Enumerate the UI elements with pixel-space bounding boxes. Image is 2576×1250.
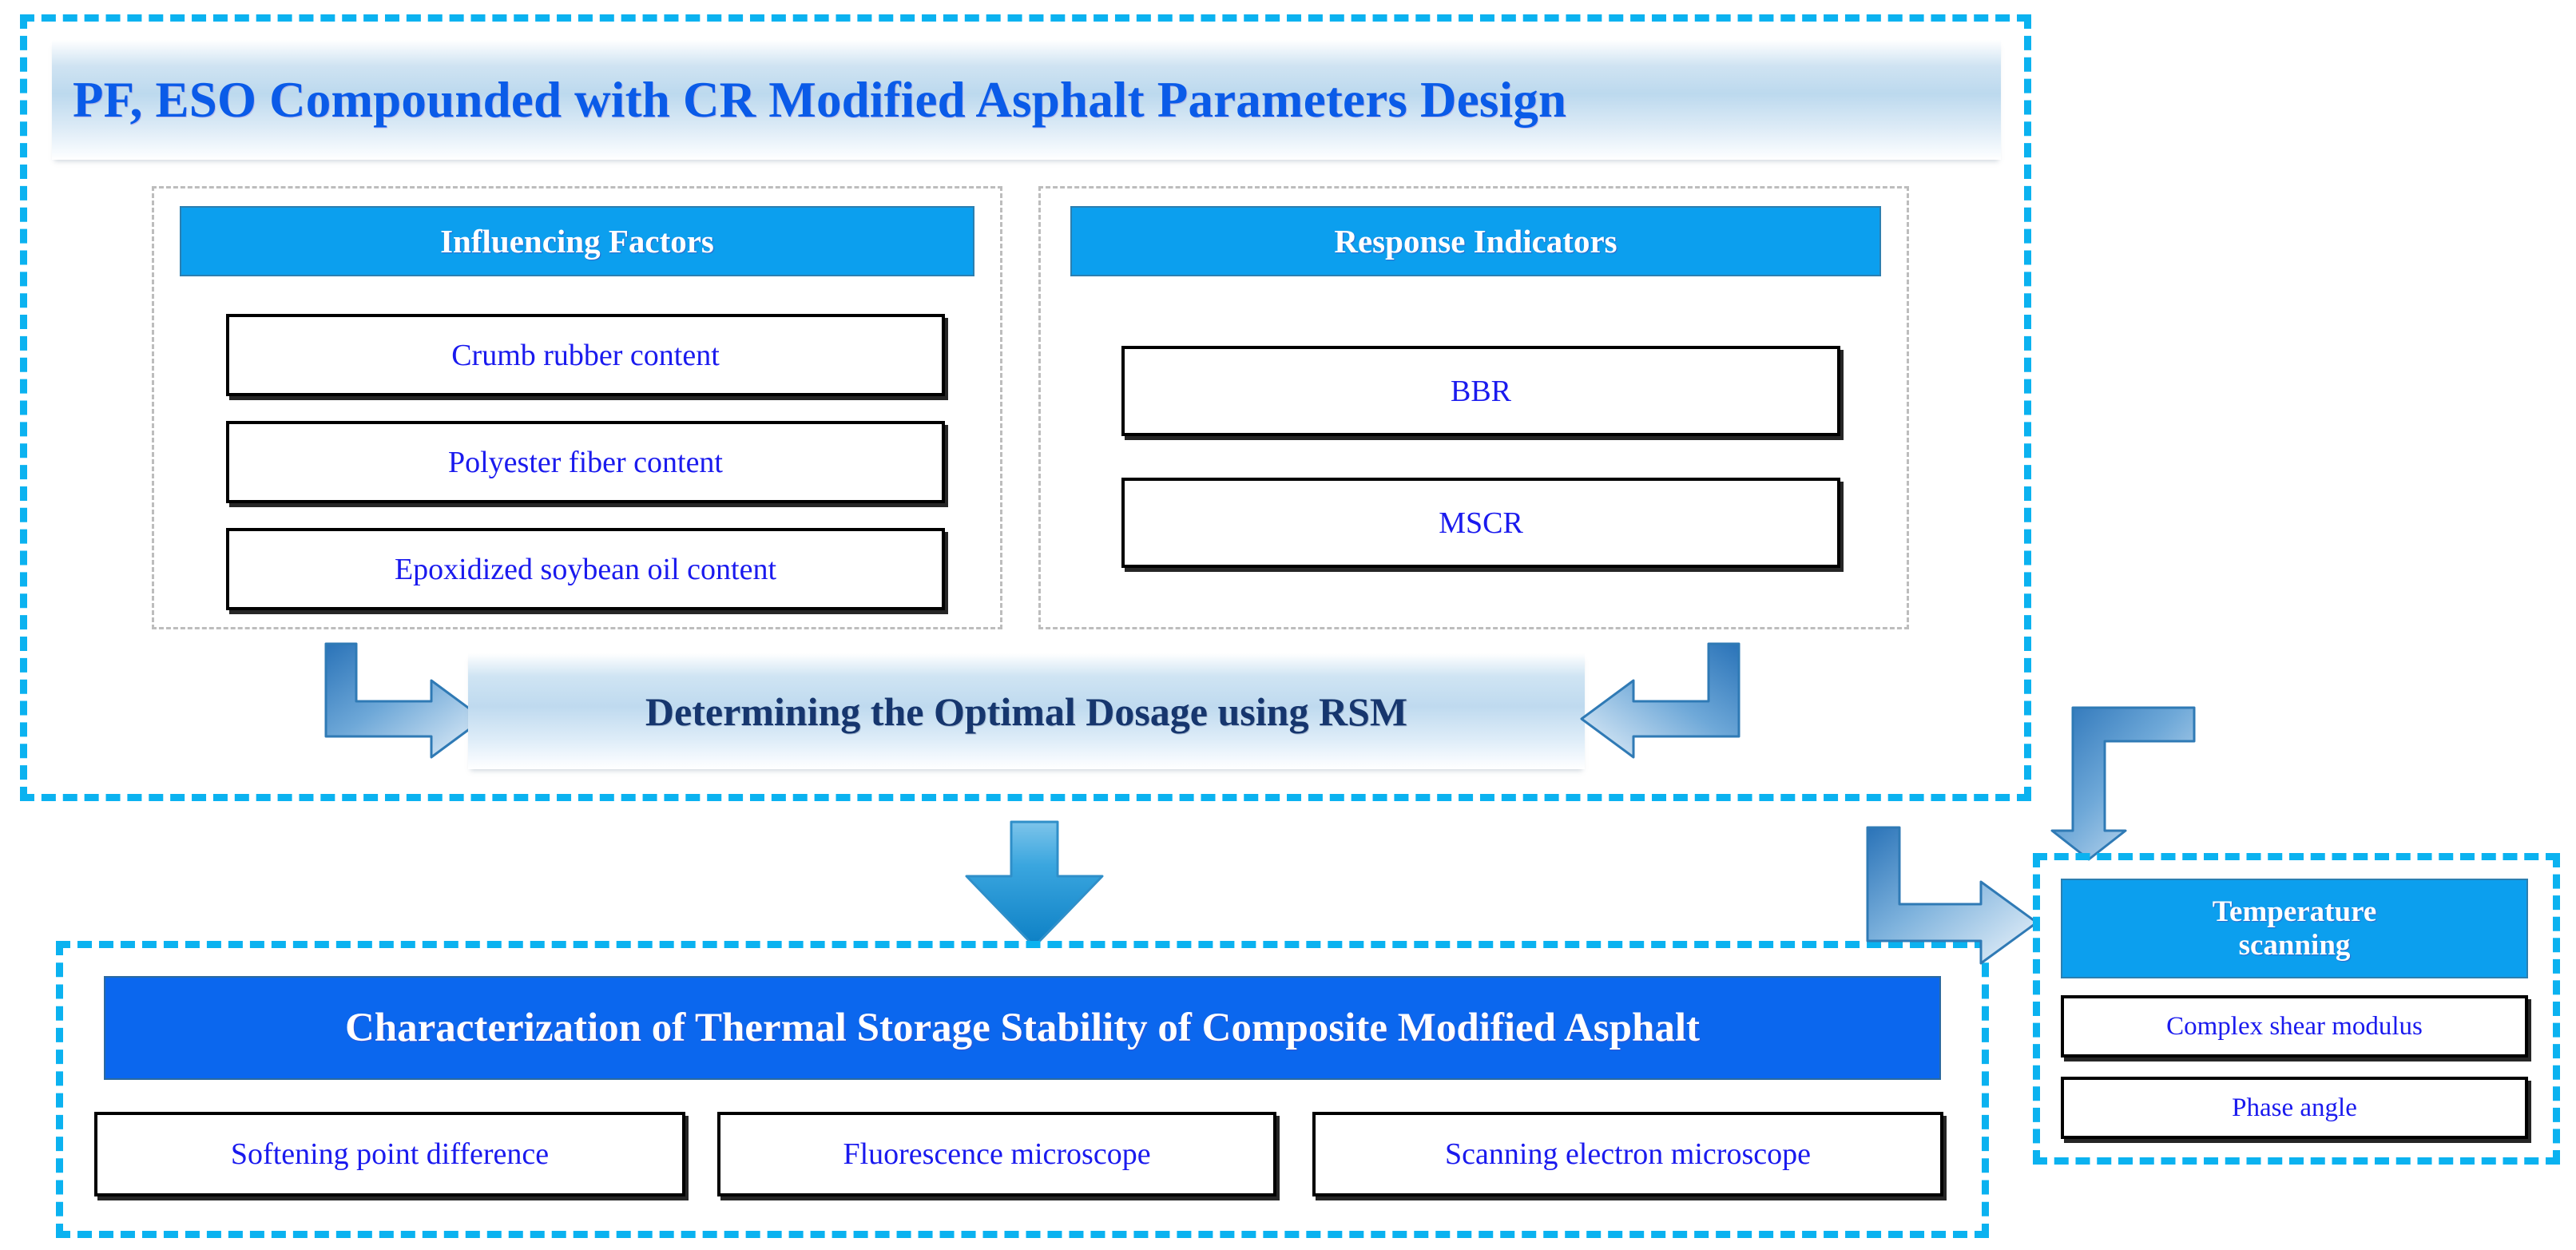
optimal-dosage-rsm-bar: Determining the Optimal Dosage using RSM [468, 653, 1585, 769]
elbow-arrow-up-left-icon [2050, 706, 2196, 861]
influencing-factors-group [152, 186, 1002, 629]
elbow-arrow-right-icon [324, 642, 485, 759]
response-indicators-group [1038, 186, 1909, 629]
elbow-arrow-left-icon [1580, 642, 1740, 759]
page-title-banner: PF, ESO Compounded with CR Modified Asph… [52, 40, 2001, 160]
temperature-complex-shear-modulus[interactable]: Complex shear modulus [2061, 995, 2528, 1058]
temperature-scanning-container [2033, 853, 2560, 1165]
method-softening-point-difference[interactable]: Softening point difference [94, 1112, 685, 1196]
temperature-scanning-header-line2: scanning [2238, 928, 2351, 962]
factor-crumb-rubber-content[interactable]: Crumb rubber content [226, 314, 945, 396]
elbow-arrow-down-right-icon [1866, 826, 2038, 965]
parameters-design-container [20, 14, 2031, 801]
optimal-dosage-rsm-label: Determining the Optimal Dosage using RSM [645, 688, 1408, 734]
factor-polyester-fiber-content[interactable]: Polyester fiber content [226, 421, 945, 503]
influencing-factors-header: Influencing Factors [180, 206, 974, 276]
temperature-scanning-header-line1: Temperature [2212, 895, 2377, 929]
thermal-storage-container [56, 941, 1989, 1238]
response-indicators-header: Response Indicators [1070, 206, 1881, 276]
thermal-storage-banner: Characterization of Thermal Storage Stab… [104, 976, 1941, 1080]
factor-epoxidized-soybean-oil-content[interactable]: Epoxidized soybean oil content [226, 528, 945, 610]
method-scanning-electron-microscope[interactable]: Scanning electron microscope [1312, 1112, 1943, 1196]
temperature-scanning-header: Temperature scanning [2061, 879, 2528, 978]
page-title: PF, ESO Compounded with CR Modified Asph… [73, 71, 1567, 128]
method-fluorescence-microscope[interactable]: Fluorescence microscope [717, 1112, 1276, 1196]
response-bbr[interactable]: BBR [1121, 346, 1840, 436]
temperature-phase-angle[interactable]: Phase angle [2061, 1077, 2528, 1139]
arrow-down-icon [965, 820, 1104, 948]
response-mscr[interactable]: MSCR [1121, 478, 1840, 568]
